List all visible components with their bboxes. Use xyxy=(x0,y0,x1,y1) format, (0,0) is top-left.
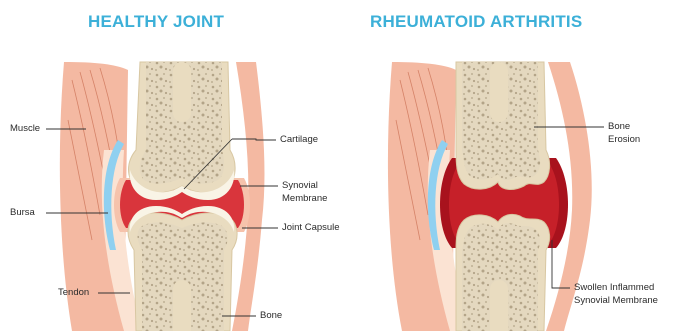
label-muscle: Muscle xyxy=(10,122,40,135)
label-tendon: Tendon xyxy=(58,286,89,299)
label-synovial-membrane: Synovial Membrane xyxy=(282,179,327,205)
title-rheumatoid-arthritis: RHEUMATOID ARTHRITIS xyxy=(370,12,582,32)
ra-upper-marrow xyxy=(490,62,508,122)
healthy-joint-figure xyxy=(60,62,265,331)
label-bone-erosion: Bone Erosion xyxy=(608,120,640,146)
healthy-lower-marrow xyxy=(173,280,191,331)
healthy-upper-marrow xyxy=(173,62,191,122)
title-healthy-joint: HEALTHY JOINT xyxy=(88,12,224,32)
ra-lower-marrow xyxy=(490,280,508,331)
label-cartilage: Cartilage xyxy=(280,133,318,146)
label-joint-capsule: Joint Capsule xyxy=(282,221,340,234)
ra-joint-figure xyxy=(388,62,592,331)
label-bone: Bone xyxy=(260,309,282,322)
label-bursa: Bursa xyxy=(10,206,35,219)
label-swollen-membrane: Swollen Inflammed Synovial Membrane xyxy=(574,281,658,307)
